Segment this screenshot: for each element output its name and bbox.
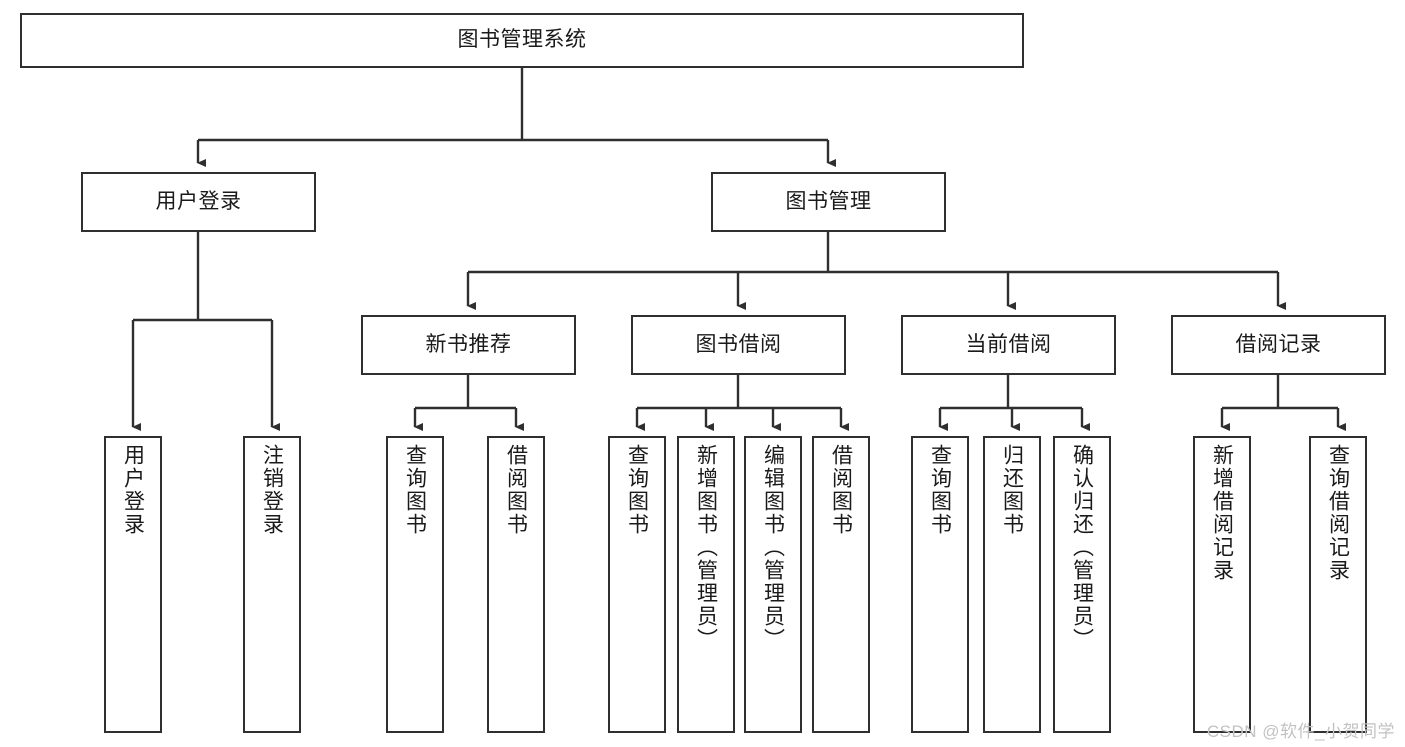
node-current-borrow-label: 当前借阅 [965,332,1052,356]
leaf-add-book-admin-label: 新增图书（管理员） [694,444,718,651]
csdn-watermark: CSDN @软件_小贺同学 [1206,722,1395,741]
leaf-query-book-borrow[interactable]: 查询图书 [608,436,666,733]
leaf-query-book-borrow-label: 查询图书 [625,444,649,536]
node-new-book-recommend[interactable]: 新书推荐 [361,315,576,375]
leaf-add-borrow-record[interactable]: 新增借阅记录 [1193,436,1251,733]
leaf-logout[interactable]: 注销登录 [243,436,301,733]
leaf-borrow-book[interactable]: 借阅图书 [812,436,870,733]
leaf-return-book[interactable]: 归还图书 [983,436,1041,733]
leaf-borrow-book-recommend-label: 借阅图书 [504,444,528,536]
leaf-add-borrow-record-label: 新增借阅记录 [1210,444,1234,582]
node-book-management[interactable]: 图书管理 [711,172,946,232]
leaf-user-login[interactable]: 用户登录 [104,436,162,733]
leaf-query-borrow-record-label: 查询借阅记录 [1326,444,1350,582]
leaf-confirm-return-admin[interactable]: 确认归还（管理员） [1053,436,1111,733]
leaf-query-book-current-label: 查询图书 [928,444,952,536]
node-root[interactable]: 图书管理系统 [20,13,1024,68]
leaf-query-book-recommend[interactable]: 查询图书 [386,436,444,733]
leaf-return-book-label: 归还图书 [1000,444,1024,536]
node-root-label: 图书管理系统 [457,28,587,52]
leaf-edit-book-admin[interactable]: 编辑图书（管理员） [744,436,802,733]
node-book-management-label: 图书管理 [785,189,872,213]
leaf-add-book-admin[interactable]: 新增图书（管理员） [677,436,735,733]
node-user-login[interactable]: 用户登录 [81,172,316,232]
leaf-query-book-current[interactable]: 查询图书 [911,436,969,733]
leaf-borrow-book-recommend[interactable]: 借阅图书 [487,436,545,733]
node-book-borrow-label: 图书借阅 [695,332,782,356]
leaf-query-book-recommend-label: 查询图书 [403,444,427,536]
connector-lines [131,68,1346,431]
leaf-confirm-return-admin-label: 确认归还（管理员） [1070,444,1094,651]
leaf-query-borrow-record[interactable]: 查询借阅记录 [1309,436,1367,733]
node-book-borrow[interactable]: 图书借阅 [631,315,846,375]
leaf-logout-label: 注销登录 [260,444,284,536]
node-borrow-record-label: 借阅记录 [1235,332,1322,356]
leaf-edit-book-admin-label: 编辑图书（管理员） [761,444,785,651]
node-user-login-label: 用户登录 [155,189,242,213]
node-current-borrow[interactable]: 当前借阅 [901,315,1116,375]
node-borrow-record[interactable]: 借阅记录 [1171,315,1386,375]
node-new-book-recommend-label: 新书推荐 [425,332,512,356]
leaf-user-login-label: 用户登录 [121,444,145,536]
leaf-borrow-book-label: 借阅图书 [829,444,853,536]
